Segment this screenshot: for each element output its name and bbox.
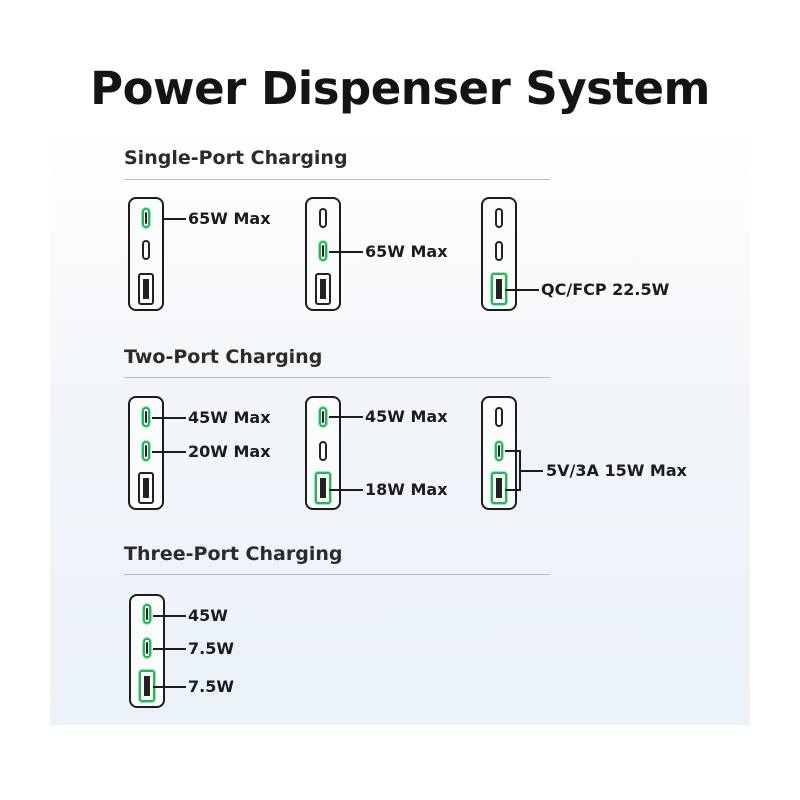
power-label: 18W Max — [365, 480, 448, 499]
usb-c-port-1-active — [319, 407, 327, 427]
connector-line — [164, 218, 186, 220]
usb-c-port-1-active — [142, 407, 150, 427]
usb-c-port-2-active — [143, 638, 151, 658]
section-divider — [124, 377, 550, 378]
charger-diagram — [128, 396, 164, 510]
power-label: 65W Max — [188, 209, 271, 228]
connector-line — [505, 489, 521, 491]
usb-a-port-active — [491, 472, 507, 504]
power-label: 65W Max — [365, 242, 448, 261]
charger-diagram — [481, 197, 517, 311]
page-title: Power Dispenser System — [90, 62, 710, 115]
usb-c-port-1 — [495, 407, 503, 427]
connector-line — [153, 615, 186, 617]
connector-line — [329, 489, 363, 491]
connector-line — [505, 289, 539, 291]
usb-a-port — [315, 273, 331, 305]
background-panel — [50, 125, 750, 725]
usb-c-port-2-active — [319, 241, 327, 261]
power-label: QC/FCP 22.5W — [541, 280, 670, 299]
power-label: 7.5W — [188, 639, 234, 658]
usb-c-port-2 — [319, 441, 327, 461]
charger-diagram — [481, 396, 517, 510]
section-title-two-port: Two-Port Charging — [124, 346, 323, 368]
usb-c-port-2 — [142, 240, 150, 260]
connector-line — [329, 416, 363, 418]
usb-c-port-1-active — [142, 208, 150, 228]
usb-c-port-2-active — [495, 441, 503, 461]
connector-line — [152, 451, 186, 453]
power-label: 45W Max — [188, 408, 271, 427]
section-title-single-port: Single-Port Charging — [124, 147, 348, 169]
usb-c-port-1-active — [143, 604, 151, 624]
charger-diagram — [129, 594, 165, 708]
usb-c-port-2-active — [142, 441, 150, 461]
charger-diagram — [305, 396, 341, 510]
section-divider — [124, 574, 550, 575]
connector-line — [153, 648, 186, 650]
charger-diagram — [305, 197, 341, 311]
power-label: 5V/3A 15W Max — [546, 461, 687, 480]
charger-diagram — [128, 197, 164, 311]
connector-line — [152, 417, 186, 419]
connector-line — [519, 470, 543, 472]
power-label: 7.5W — [188, 677, 234, 696]
usb-c-port-2 — [495, 241, 503, 261]
power-label: 45W — [188, 606, 228, 625]
connector-line — [329, 251, 363, 253]
power-label: 20W Max — [188, 442, 271, 461]
section-divider — [124, 179, 550, 180]
usb-a-port — [138, 273, 154, 305]
usb-a-port-active — [315, 472, 331, 504]
power-label: 45W Max — [365, 407, 448, 426]
connector-line — [153, 686, 186, 688]
usb-c-port-1 — [319, 208, 327, 228]
connector-line — [505, 450, 521, 452]
usb-c-port-1 — [495, 208, 503, 228]
section-title-three-port: Three-Port Charging — [124, 543, 343, 565]
usb-a-port — [138, 472, 154, 504]
